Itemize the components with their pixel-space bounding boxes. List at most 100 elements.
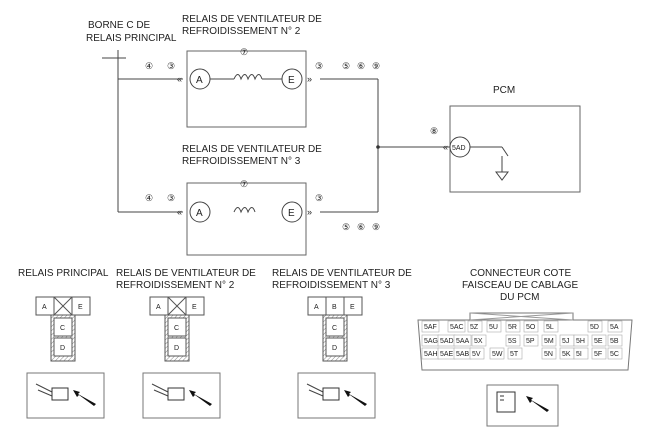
pin-c-label: C [174,325,179,332]
circled-number-5: ⑤ [342,222,350,232]
circled-number-8: ⑧ [430,126,438,136]
main-relay-plug-illustration [26,372,105,419]
relay3-connector-face: A B E C D [307,296,363,362]
circled-number-7: ⑦ [240,47,248,57]
pcm-connector-title-3: DU PCM [500,292,539,303]
pcm-pin-label: 5D [590,324,599,331]
pcm-pin-label: 5T [510,351,519,358]
circled-number-3: ③ [315,193,323,203]
pcm-pin-label: 5W [492,351,503,358]
main-relay-connector-face: A E C D [35,296,91,362]
pin-e-label: E [192,304,197,311]
relay3-coil-icon [233,207,256,214]
pcm-pin-cell [543,320,559,333]
pin-e-label: E [78,304,83,311]
pcm-pin-label: 5S [508,338,517,345]
pcm-connector-title-1: CONNECTEUR COTE [470,268,571,279]
pcm-pin-label: 5AH [424,351,438,358]
relay3-view-title-1: RELAIS DE VENTILATEUR DE [272,268,412,279]
pcm-pin-cell [471,334,487,347]
pin-d-label: D [174,345,179,352]
pcm-pin-label: 5AB [456,351,470,358]
pcm-pin-label: 5V [472,351,481,358]
junction-dot [376,145,380,149]
pcm-pin-cell [523,320,539,333]
pcm-pin-label: 5E [594,338,603,345]
relay2-coil-icon [233,74,263,81]
pcm-pin-cell [541,347,557,360]
pcm-connector-title-2: FAISCEAU DE CABLAGE [462,280,578,291]
pcm-pin-label: 5AC [450,324,464,331]
relay3-terminal-e-label: E [288,208,295,219]
pin-b-label: B [332,304,337,311]
relay2-terminal-a [189,68,211,90]
main-relay-terminal-label-1: BORNE C DE [88,20,151,31]
pcm-title: PCM [493,85,515,96]
pcm-pin-label: 5I [576,351,582,358]
relay2-title-1: RELAIS DE VENTILATEUR DE [182,14,322,25]
relay3-view-title-2: REFROIDISSEMENT N° 3 [272,280,391,291]
pcm-pin-cell [505,320,521,333]
circled-number-6: ⑥ [357,61,365,71]
pcm-pin-cell [591,334,607,347]
relay2-terminal-e-label: E [288,75,295,86]
arrow-icon [344,390,367,406]
pcm-pin-cell [573,347,589,360]
pcm-plug-illustration [486,384,559,427]
pcm-pin-label: 5AA [456,338,470,345]
circled-number-5: ⑤ [342,61,350,71]
circled-number-9: ⑨ [372,222,380,232]
pcm-pin-label: 5AF [424,324,437,331]
relay3-box [186,182,307,256]
relay3-title-1: RELAIS DE VENTILATEUR DE [182,144,322,155]
ground-icon [495,171,509,181]
relay2-terminal-a-label: A [196,75,203,86]
pcm-pin-5ad [449,136,471,158]
relay2-plug-illustration [142,372,221,419]
relay3-terminal-a [189,201,211,223]
pin-c-label: C [60,325,65,332]
pcm-pin-cell [489,347,505,360]
chevron-icon: « [177,207,182,217]
circled-number-4: ④ [145,61,153,71]
pcm-pin-cell [505,334,521,347]
pcm-pin-label: 5M [544,338,554,345]
chevron-icon: » [307,207,312,217]
pcm-pin-cell [486,320,502,333]
pcm-pin-cell [607,320,623,333]
pcm-pin-label: 5P [526,338,535,345]
pcm-pin-cell [469,347,485,360]
pcm-switch [501,146,509,157]
circled-number-4: ④ [145,193,153,203]
relay2-connector-face: A E C D [149,296,205,362]
pcm-pin-cell [447,320,466,333]
chevron-icon: « [443,142,448,152]
pcm-pin-label: 5B [610,338,619,345]
pcm-pin-cell [607,347,623,360]
wires [102,50,509,213]
pcm-pin-label: 5AG [424,338,438,345]
pcm-pin-label: 5F [594,351,602,358]
pcm-pin-5ad-label: 5AD [452,145,466,152]
pcm-pin-label: 5O [526,324,536,331]
pcm-pin-label: 5K [562,351,571,358]
pin-c-label: C [332,325,337,332]
circled-number-6: ⑥ [357,222,365,232]
arrow-icon [189,390,212,406]
circled-number-7: ⑦ [240,179,248,189]
chevron-icon: « [177,74,182,84]
connector-chevrons: « » « » « [177,74,448,217]
circled-number-3: ③ [167,193,175,203]
pin-a-label: A [156,304,161,311]
pcm-pin-label: 5A [610,324,619,331]
pcm-pin-cell [421,320,440,333]
chevron-icon: » [307,74,312,84]
relay3-plug-illustration [297,372,376,419]
arrow-icon [526,396,549,412]
relay2-title-2: REFROIDISSEMENT N° 2 [182,26,301,37]
circled-number-3: ③ [167,61,175,71]
pcm-pin-label: 5H [576,338,585,345]
pcm-pin-label: 5L [546,324,554,331]
